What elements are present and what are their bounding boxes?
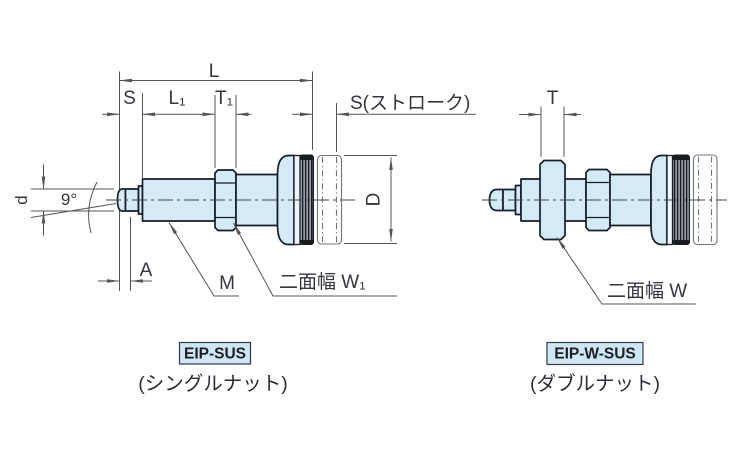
knurl-stripes xyxy=(673,160,689,240)
dim-label-T1: T₁ xyxy=(215,88,233,109)
dim-label-L1: L₁ xyxy=(169,88,186,109)
model-code-text: EIP-SUS xyxy=(184,346,246,363)
leader-W1 xyxy=(233,222,397,297)
dim-label-stroke: S(ストローク) xyxy=(350,92,470,114)
nut-type-caption: (ダブルナット) xyxy=(530,372,660,395)
dim-label-L: L xyxy=(209,61,220,82)
dim-label-M: M xyxy=(219,273,235,294)
dim-label-angle: 9° xyxy=(61,190,77,209)
part-knob-flange xyxy=(276,154,295,246)
dim-label-S: S xyxy=(123,88,136,109)
dim-label-big-D: D xyxy=(364,193,385,207)
leader-W xyxy=(556,237,696,305)
figure-eip-sus: L S L₁ T₁ S(ストローク) d 9° A M 二面幅 W₁ D EIP… xyxy=(12,61,476,395)
dim-label-T: T xyxy=(547,88,559,109)
part-hex-nut xyxy=(214,169,237,232)
model-code-badge xyxy=(178,341,252,365)
model-code-badge xyxy=(546,341,644,366)
model-code-text: EIP-W-SUS xyxy=(554,346,636,363)
taper-line xyxy=(30,203,117,218)
figure-eip-w-sus: T 二面幅 W EIP-W-SUS (ダブルナット) xyxy=(482,88,727,395)
leader-M xyxy=(168,222,239,297)
dim-label-d: d xyxy=(12,195,31,204)
knurl-stripes xyxy=(300,160,313,240)
dim-label-A: A xyxy=(140,260,153,281)
nut-type-caption: (シングルナット) xyxy=(138,373,288,395)
angle-arc xyxy=(88,181,98,234)
dim-label-W: 二面幅 W xyxy=(607,280,687,302)
dim-label-W1: 二面幅 W₁ xyxy=(279,271,366,293)
